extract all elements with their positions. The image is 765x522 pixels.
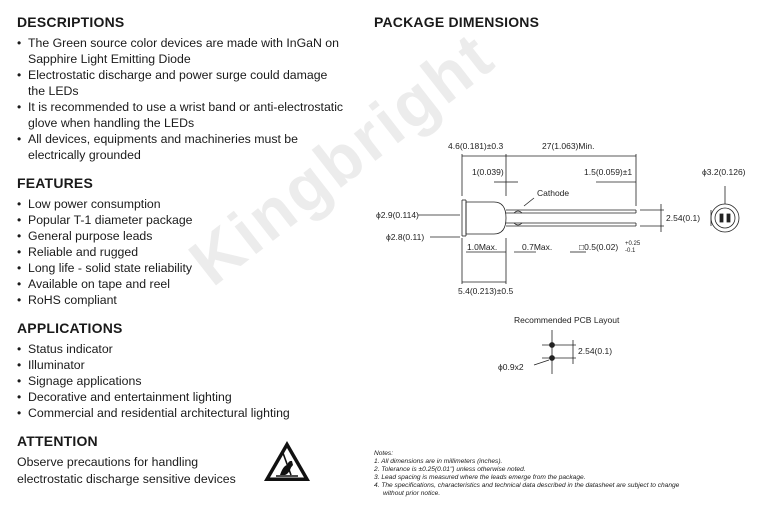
list-item: Electrostatic discharge and power surge … bbox=[17, 67, 347, 99]
dim-flange: 1(0.039) bbox=[472, 167, 504, 177]
right-column: PACKAGE DIMENSIONS bbox=[374, 14, 754, 35]
dim-lead-tol-minus: -0.1 bbox=[625, 248, 636, 254]
attention-text: Observe precautions for handling electro… bbox=[17, 455, 236, 486]
list-item: Low power consumption bbox=[17, 196, 347, 212]
applications-section: APPLICATIONS Status indicator Illuminato… bbox=[17, 320, 347, 421]
list-item: Available on tape and reel bbox=[17, 276, 347, 292]
list-item: Long life - solid state reliability bbox=[17, 260, 347, 276]
dim-lead-tol-plus: +0.25 bbox=[625, 241, 641, 247]
list-item: All devices, equipments and machineries … bbox=[17, 131, 347, 163]
left-column: DESCRIPTIONS The Green source color devi… bbox=[17, 14, 347, 500]
list-item: Popular T-1 diameter package bbox=[17, 212, 347, 228]
dim-dia-1: ϕ2.9(0.114) bbox=[376, 210, 419, 220]
package-drawing: 4.6(0.181)±0.3 27(1.063)Min. 1(0.039) 1.… bbox=[376, 141, 746, 374]
note-item: 4. The specifications, characteristics a… bbox=[374, 482, 680, 489]
list-item: Reliable and rugged bbox=[17, 244, 347, 260]
pcb-title: Recommended PCB Layout bbox=[514, 315, 620, 325]
dim-body-length: 4.6(0.181)±0.3 bbox=[448, 141, 504, 151]
list-item: RoHS compliant bbox=[17, 292, 347, 308]
attention-section: ATTENTION Observe precautions for handli… bbox=[17, 433, 347, 488]
features-list: Low power consumption Popular T-1 diamet… bbox=[17, 196, 347, 308]
package-heading: PACKAGE DIMENSIONS bbox=[374, 14, 540, 30]
features-section: FEATURES Low power consumption Popular T… bbox=[17, 175, 347, 308]
notes-block: Notes: 1. All dimensions are in millimet… bbox=[374, 450, 754, 498]
list-item: General purpose leads bbox=[17, 228, 347, 244]
dim-outer-diameter: ϕ3.2(0.126) bbox=[702, 167, 746, 177]
dim-lead-length: 27(1.063)Min. bbox=[542, 141, 594, 151]
esd-warning-icon bbox=[264, 441, 310, 481]
note-item: without prior notice. bbox=[383, 490, 441, 497]
attention-heading: ATTENTION bbox=[17, 433, 98, 449]
dim-lead-pitch-top: 1.5(0.059)±1 bbox=[584, 167, 632, 177]
list-item: The Green source color devices are made … bbox=[17, 35, 347, 67]
descriptions-list: The Green source color devices are made … bbox=[17, 35, 347, 163]
list-item: Signage applications bbox=[17, 373, 347, 389]
dim-dia-2: ϕ2.8(0.11) bbox=[386, 232, 424, 242]
features-heading: FEATURES bbox=[17, 175, 94, 191]
note-item: 3. Lead spacing is measured where the le… bbox=[374, 474, 586, 481]
note-item: 1. All dimensions are in millimeters (in… bbox=[374, 458, 503, 465]
dim-overall: 5.4(0.213)±0.5 bbox=[458, 286, 514, 296]
dim-max-2: 0.7Max. bbox=[522, 242, 552, 252]
list-item: Illuminator bbox=[17, 357, 347, 373]
list-item: Commercial and residential architectural… bbox=[17, 405, 347, 421]
dim-lead-square: □0.5(0.02) bbox=[579, 242, 618, 252]
list-item: It is recommended to use a wrist band or… bbox=[17, 99, 347, 131]
list-item: Decorative and entertainment lighting bbox=[17, 389, 347, 405]
descriptions-section: DESCRIPTIONS The Green source color devi… bbox=[17, 14, 347, 163]
applications-heading: APPLICATIONS bbox=[17, 320, 123, 336]
list-item: Status indicator bbox=[17, 341, 347, 357]
dim-max-1: 1.0Max. bbox=[467, 242, 497, 252]
dim-spacing: 2.54(0.1) bbox=[666, 213, 700, 223]
applications-list: Status indicator Illuminator Signage app… bbox=[17, 341, 347, 421]
notes-title: Notes: bbox=[374, 450, 394, 457]
pcb-spacing: 2.54(0.1) bbox=[578, 346, 612, 356]
pcb-hole: ϕ0.9x2 bbox=[498, 362, 524, 372]
note-item: 2. Tolerance is ±0.25(0.01") unless othe… bbox=[374, 466, 526, 473]
dim-cathode: Cathode bbox=[537, 188, 569, 198]
descriptions-heading: DESCRIPTIONS bbox=[17, 14, 125, 30]
